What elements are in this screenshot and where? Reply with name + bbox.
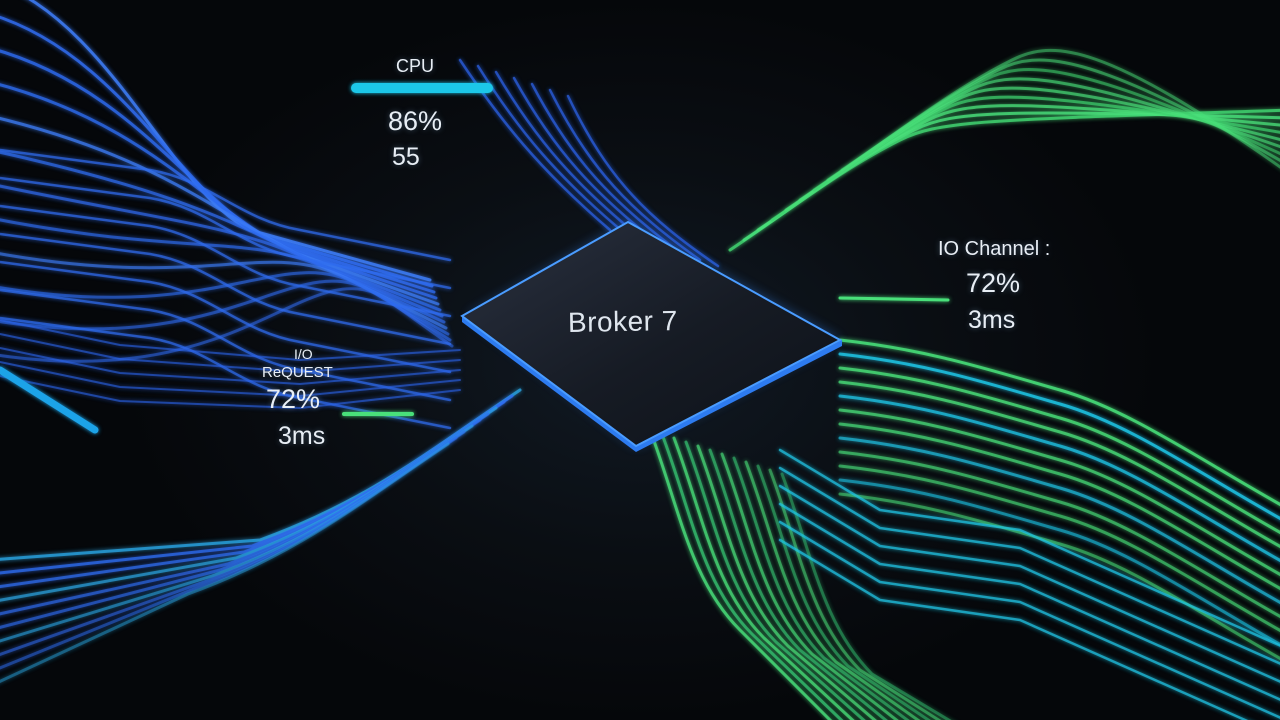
green-trace: [696, 444, 877, 720]
green-trace: [732, 456, 910, 720]
blue-trace: [0, 288, 452, 402]
io-channel-latency: 3ms: [968, 306, 1016, 334]
cyan-trace: [778, 466, 1280, 665]
blue-trace: [0, 204, 452, 318]
cyan-trace: [778, 520, 1280, 719]
blue-trace: [0, 319, 461, 361]
green-trace: [838, 408, 1280, 577]
upper-right-traces: [728, 48, 1280, 252]
blue-trace: [0, 430, 466, 657]
blue-trace: [0, 271, 450, 336]
blue-trace: [0, 424, 474, 643]
blue-trace: [458, 58, 612, 232]
blue-trace: [0, 252, 448, 330]
green-trace: [840, 48, 1280, 172]
green-trace: [756, 104, 1280, 232]
cyan-trace: [778, 448, 1280, 647]
green-trace: [708, 448, 888, 720]
right-accent-bar: [838, 296, 950, 302]
blue-trace: [0, 150, 442, 312]
blue-trace: [0, 218, 446, 324]
blue-trace: [0, 347, 461, 385]
blue-trace: [530, 82, 684, 256]
green-trace: [812, 67, 1280, 192]
green-trace: [684, 440, 866, 720]
green-trace: [672, 436, 855, 720]
cyan-trace: [778, 538, 1249, 720]
blue-trace: [0, 184, 444, 318]
blue-trace: [0, 148, 452, 262]
cpu-title: CPU: [396, 56, 435, 76]
blue-trace: [494, 70, 648, 244]
blue-trace: [0, 361, 461, 397]
green-trace: [742, 111, 1280, 242]
cyan-trace: [838, 478, 1280, 647]
green-trace: [838, 338, 1280, 507]
blue-trace: [0, 176, 452, 290]
green-trace: [838, 450, 1280, 619]
blue-trace: [548, 88, 702, 262]
blue-trace: [0, 287, 454, 363]
blue-trace: [0, 406, 498, 602]
io-channel-title: IO Channel :: [938, 238, 1051, 260]
green-trace: [728, 108, 1280, 252]
green-trace: [660, 432, 844, 720]
blue-trace: [0, 333, 461, 373]
chip-label: Broker 7: [567, 305, 679, 338]
green-trace: [744, 460, 921, 720]
green-trace: [648, 428, 833, 720]
blue-trace: [566, 94, 720, 268]
request-title: I/O: [294, 346, 313, 362]
green-trace: [720, 452, 899, 720]
green-trace: [780, 472, 952, 720]
request-subtitle: ReQUEST: [262, 364, 333, 381]
lower-left-traces: [0, 319, 522, 684]
green-trace: [838, 380, 1280, 549]
cyan-trace: [838, 436, 1280, 605]
green-trace: [838, 366, 1280, 535]
blue-trace: [0, 232, 452, 346]
lower-right-traces: [648, 338, 1280, 720]
cyan-trace: [778, 484, 1280, 683]
io-channel-value: 72%: [966, 268, 1021, 298]
cyan-trace: [778, 502, 1280, 701]
green-trace: [838, 422, 1280, 591]
broker-chip: [460, 220, 843, 452]
cpu-value: 86%: [388, 106, 443, 136]
request-latency: 3ms: [278, 422, 326, 450]
cyan-trace: [838, 352, 1280, 521]
request-value: 72%: [266, 384, 321, 414]
accent-bars: [0, 83, 950, 434]
green-trace: [838, 492, 1280, 661]
blue-trace: [0, 442, 450, 684]
cyan-trace: [838, 394, 1280, 563]
green-trace: [768, 468, 942, 720]
edge-accent-bar: [0, 366, 99, 434]
blue-trace: [0, 260, 452, 374]
blue-trace: [476, 64, 630, 238]
cpu-sub: 55: [392, 143, 420, 171]
green-trace: [838, 464, 1280, 633]
green-trace: [756, 464, 931, 720]
blue-trace: [0, 375, 461, 409]
blue-trace: [28, 0, 432, 282]
